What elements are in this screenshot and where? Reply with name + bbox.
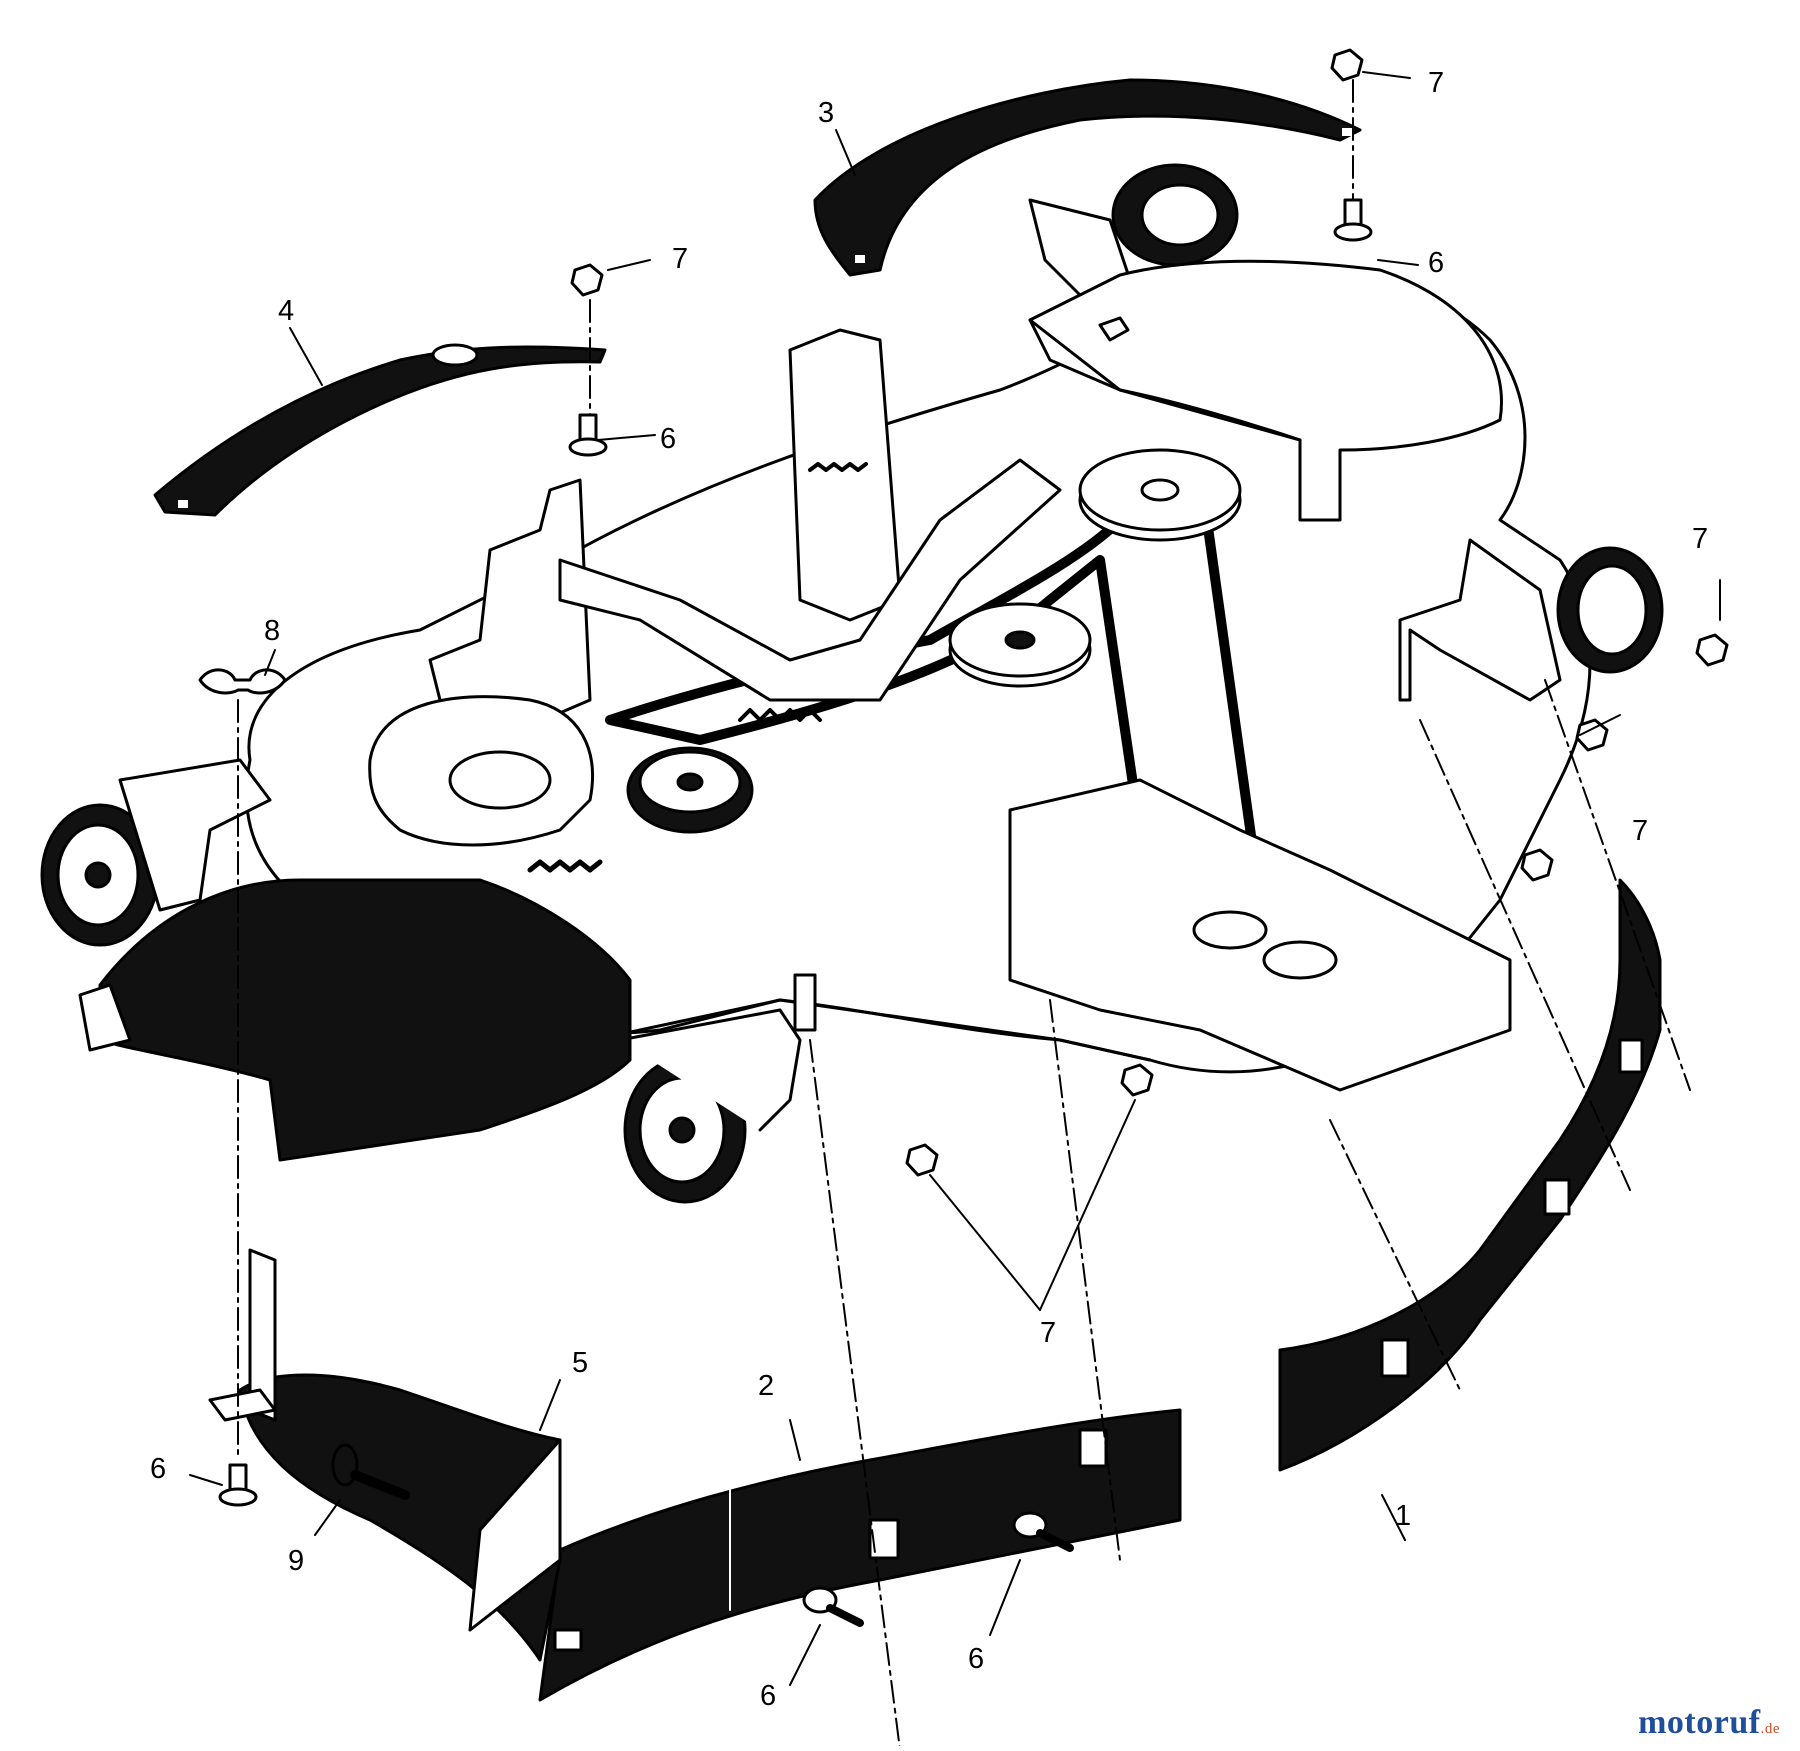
callout-1: 1 — [1395, 1500, 1411, 1532]
wheel-front-center — [618, 1008, 802, 1204]
flange-bolt — [802, 1586, 864, 1627]
assembly-line — [1329, 1119, 1461, 1391]
baffle-clip — [553, 1628, 583, 1652]
callout-7-top-right: 7 — [1428, 67, 1444, 99]
callout-4: 4 — [278, 295, 294, 327]
lift-bracket-center — [788, 328, 902, 622]
assembly-line — [1049, 999, 1121, 1561]
idler-spring — [738, 708, 822, 722]
baffle-clip — [793, 973, 817, 1032]
belt-shield-cover — [1028, 259, 1503, 522]
assembly-line — [1419, 719, 1631, 1191]
callout-8: 8 — [264, 615, 280, 647]
flange-bolt — [568, 413, 608, 457]
assembly-line — [809, 1039, 901, 1751]
mulch-plate-4 — [153, 345, 607, 517]
spindle-pulley-center — [948, 602, 1092, 688]
chute-hinge-spring — [527, 859, 603, 873]
baffle-clip — [1618, 1038, 1644, 1074]
baffle-1 — [1278, 878, 1662, 1472]
callout-5: 5 — [572, 1347, 588, 1379]
callout-7-bottom-center: 7 — [1040, 1317, 1056, 1349]
assembly-line — [1544, 679, 1691, 1091]
callout-6-bottom-left: 6 — [150, 1453, 166, 1485]
hex-nut — [570, 263, 604, 297]
watermark-brand: motoruf — [1638, 1704, 1761, 1741]
brand-watermark: motoruf.de — [1638, 1704, 1780, 1742]
callout-7-right-wheel: 7 — [1692, 523, 1708, 555]
callout-9: 9 — [288, 1545, 304, 1577]
flange-bolt — [218, 1463, 258, 1507]
hex-nut — [1520, 848, 1554, 882]
baffle-2 — [538, 1408, 1182, 1702]
idler-pulley — [626, 746, 754, 834]
hex-nut — [1695, 633, 1729, 667]
callout-6-bottom-mid: 6 — [760, 1680, 776, 1712]
discharge-chute — [98, 878, 632, 1162]
wheel-front-left — [40, 758, 272, 947]
baffle-clip — [1380, 1338, 1410, 1378]
callout-7-right-mid: 7 — [1632, 815, 1648, 847]
lift-linkage-arm — [558, 458, 1062, 702]
callout-6-top-left: 6 — [660, 423, 676, 455]
hex-nut — [1575, 718, 1609, 752]
callout-3: 3 — [818, 97, 834, 129]
hex-nut — [1120, 1063, 1154, 1097]
flange-bolt — [1333, 198, 1373, 242]
callout-7-top-left: 7 — [672, 243, 688, 275]
flange-bolt — [1012, 1511, 1074, 1552]
baffle-clip — [1543, 1178, 1571, 1216]
wheel-right — [1398, 538, 1664, 702]
watermark-tld: .de — [1760, 1721, 1780, 1737]
thumb-screw — [331, 1443, 410, 1500]
callout-6-bottom-right: 6 — [968, 1643, 984, 1675]
baffle-clip — [868, 1518, 900, 1560]
hex-nut — [1330, 48, 1364, 82]
baffle-clip — [1078, 1428, 1108, 1468]
callout-2: 2 — [758, 1370, 774, 1402]
callout-6-top-right: 6 — [1428, 247, 1444, 279]
mulch-plate-3 — [813, 78, 1362, 277]
hex-nut — [905, 1143, 939, 1177]
wing-nut — [198, 668, 287, 695]
lift-spring — [808, 462, 868, 472]
spindle-pulley-right — [1078, 448, 1242, 542]
lift-bracket-left — [428, 478, 592, 732]
